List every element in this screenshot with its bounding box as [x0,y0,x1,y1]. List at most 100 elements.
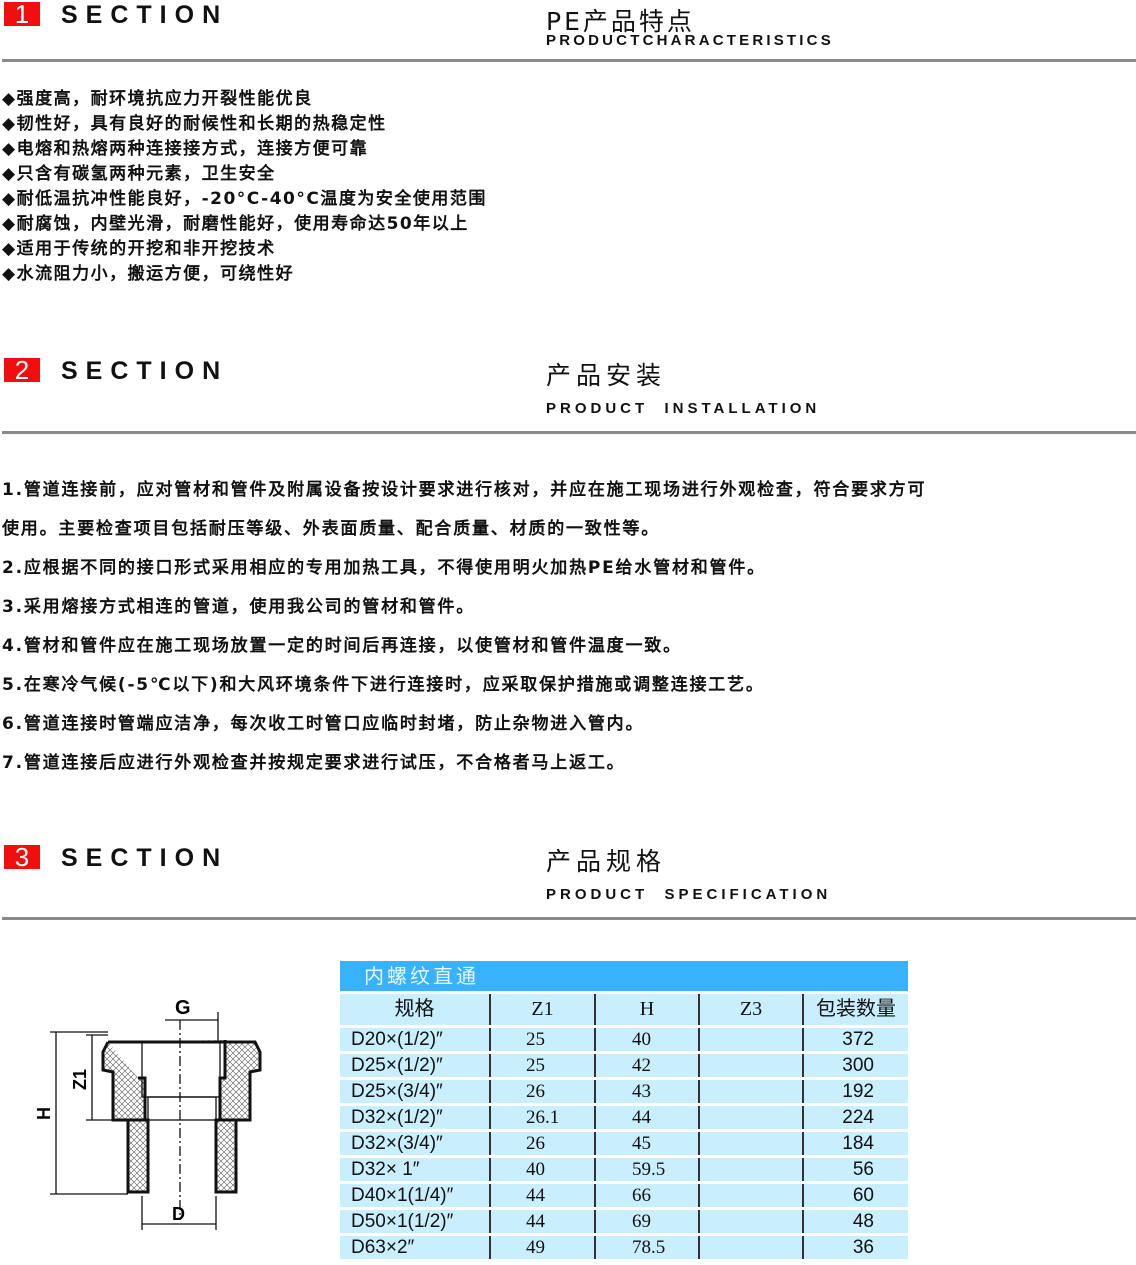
table-cell: 25 [491,1028,596,1051]
table-cell: 300 [804,1054,908,1077]
characteristic-item: ◆耐低温抗冲性能良好，-20°C-40°C温度为安全使用范围 [2,189,487,209]
table-cell [700,1054,804,1077]
characteristic-item: ◆适用于传统的开挖和非开挖技术 [2,239,276,259]
characteristic-item: ◆电熔和热熔两种连接接方式，连接方便可靠 [2,139,369,159]
table-cell: 192 [804,1080,908,1103]
table-cell: 42 [596,1054,700,1077]
installation-item: 3.采用熔接方式相连的管道，使用我公司的管材和管件。 [2,597,476,617]
installation-item: 6.管道连接时管端应洁净，每次收工时管口应临时封堵，防止杂物进入管内。 [2,714,645,734]
table-cell [700,1028,804,1051]
divider [2,431,1136,434]
table-cell: 49 [491,1236,596,1259]
table-header-row: 规格 Z1 H Z3 包装数量 [340,994,908,1025]
table-cell: 44 [596,1106,700,1129]
table-cell: D25×(3/4)″ [340,1080,491,1103]
table-cell: 60 [804,1184,908,1207]
table-cell: D25×(1/2)″ [340,1054,491,1077]
installation-list: 1.管道连接前，应对管材和管件及附属设备按设计要求进行核对，并应在施工现场进行外… [2,471,926,783]
header-cell: Z1 [491,994,596,1025]
table-cell: 44 [491,1210,596,1233]
characteristic-item: ◆强度高，耐环境抗应力开裂性能优良 [2,89,313,109]
table-cell: 48 [804,1210,908,1233]
table-cell [700,1158,804,1181]
table-cell: 43 [596,1080,700,1103]
table-cell: 26.1 [491,1106,596,1129]
label-g: G [175,997,191,1019]
table-cell: 56 [804,1158,908,1181]
table-cell: 66 [596,1184,700,1207]
characteristics-list: ◆强度高，耐环境抗应力开裂性能优良 ◆韧性好，具有良好的耐候性和长期的热稳定性 ◆电… [2,87,487,287]
section-title-en: PRODUCT INSTALLATION [546,400,821,417]
table-title: 内螺纹直通 [340,961,908,991]
table-cell: D32×(3/4)″ [340,1132,491,1155]
section-label: SECTION [61,1,229,29]
table-cell: D63×2″ [340,1236,491,1259]
table-cell: 26 [491,1080,596,1103]
section-title-cn: PE产品特点 [546,7,695,36]
characteristic-item: ◆只含有碳氢两种元素，卫生安全 [2,164,276,184]
section-label: SECTION [61,844,229,872]
table-cell: 69 [596,1210,700,1233]
installation-item: 5.在寒冷气候(-5℃以下)和大风环境条件下进行连接时，应采取保护措施或调整连接… [2,675,765,695]
characteristic-item: ◆耐腐蚀，内壁光滑，耐磨性能好，使用寿命达50年以上 [2,214,469,234]
divider [2,59,1136,62]
table-cell: D40×1(1/4)″ [340,1184,491,1207]
section-title-en: PRODUCTCHARACTERISTICS [546,32,834,49]
table-cell [700,1210,804,1233]
section-number: 2 [4,357,40,383]
table-cell: 25 [491,1054,596,1077]
section-label: SECTION [61,357,229,385]
label-z1: Z1 [70,1069,90,1090]
table-cell: 36 [804,1236,908,1259]
section-title-cn: 产品安装 [546,361,667,390]
table-cell [700,1184,804,1207]
table-cell: 44 [491,1184,596,1207]
installation-item: 4.管材和管件应在施工现场放置一定的时间后再连接，以使管材和管件温度一致。 [2,636,682,656]
header-cell: H [596,994,700,1025]
divider [2,917,1136,920]
characteristic-item: ◆韧性好，具有良好的耐候性和长期的热稳定性 [2,114,387,134]
table-cell: 372 [804,1028,908,1051]
label-d: D [172,1204,185,1224]
table-cell: 40 [596,1028,700,1051]
section-title-cn: 产品规格 [546,847,667,876]
header-cell: Z3 [700,994,804,1025]
section-title-en: PRODUCT SPECIFICATION [546,886,832,903]
table-cell: 26 [491,1132,596,1155]
table-cell: 40 [491,1158,596,1181]
section-number: 1 [4,1,40,27]
table-cell [700,1132,804,1155]
header-cell: 包装数量 [804,994,908,1025]
fitting-diagram: G Z1 H D [34,997,262,1230]
section-number: 3 [4,844,40,870]
table-cell: 78.5 [596,1236,700,1259]
table-cell: D32×(1/2)″ [340,1106,491,1129]
table-cell [700,1080,804,1103]
table-cell: 184 [804,1132,908,1155]
installation-item: 2.应根据不同的接口形式采用相应的专用加热工具，不得使用明火加热PE给水管材和管… [2,558,766,578]
installation-item: 使用。主要检查项目包括耐压等级、外表面质量、配合质量、材质的一致性等。 [2,519,660,539]
table-cell: D50×1(1/2)″ [340,1210,491,1233]
table-cell: 59.5 [596,1158,700,1181]
table-cell: 224 [804,1106,908,1129]
table-cell [700,1106,804,1129]
characteristic-item: ◆水流阻力小，搬运方便，可绕性好 [2,264,295,284]
installation-item: 1.管道连接前，应对管材和管件及附属设备按设计要求进行核对，并应在施工现场进行外… [2,480,927,500]
label-h: H [34,1107,54,1120]
header-cell: 规格 [340,994,491,1025]
table-cell [700,1236,804,1259]
table-cell: 45 [596,1132,700,1155]
table-cell: D32× 1″ [340,1158,491,1181]
table-cell: D20×(1/2)″ [340,1028,491,1051]
